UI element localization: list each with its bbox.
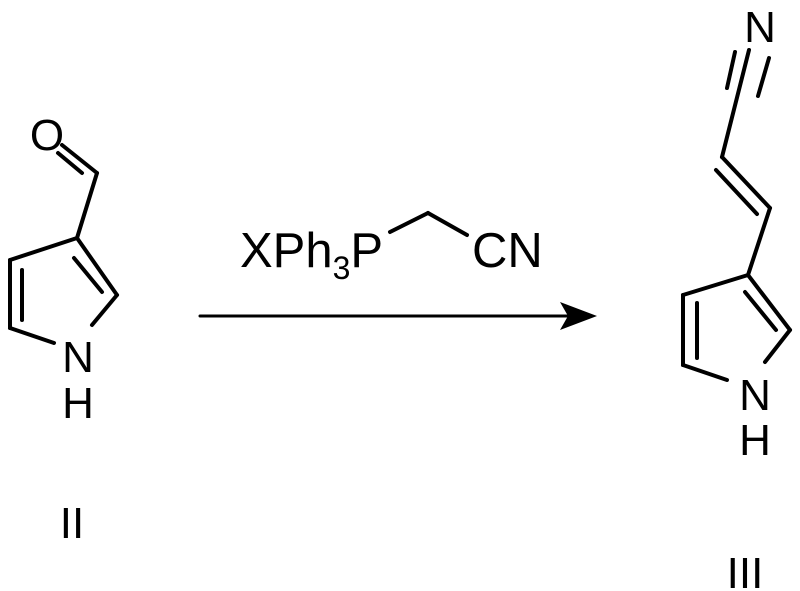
product-nitrile-nitrogen: N bbox=[744, 3, 776, 52]
reagent-bonds bbox=[388, 211, 469, 237]
reagent-formula: XPh3P bbox=[240, 224, 383, 286]
product-bonds bbox=[681, 48, 792, 382]
reagent-phosphorus: P bbox=[350, 224, 383, 278]
reactant-bonds bbox=[8, 143, 119, 345]
reactant-nitrogen: N bbox=[62, 333, 94, 382]
reactant-hydrogen: H bbox=[62, 379, 94, 428]
product-nitrogen: N bbox=[739, 371, 771, 420]
reactant-oxygen: O bbox=[30, 111, 64, 160]
arrowhead-icon bbox=[560, 302, 597, 330]
reactant-label: II bbox=[60, 499, 84, 548]
product-label: III bbox=[727, 549, 764, 591]
reagent-nitrile: CN bbox=[472, 224, 543, 278]
reagent-prefix: XPh bbox=[240, 224, 333, 278]
reagent-subscript: 3 bbox=[333, 250, 351, 286]
product-hydrogen: H bbox=[739, 416, 771, 465]
